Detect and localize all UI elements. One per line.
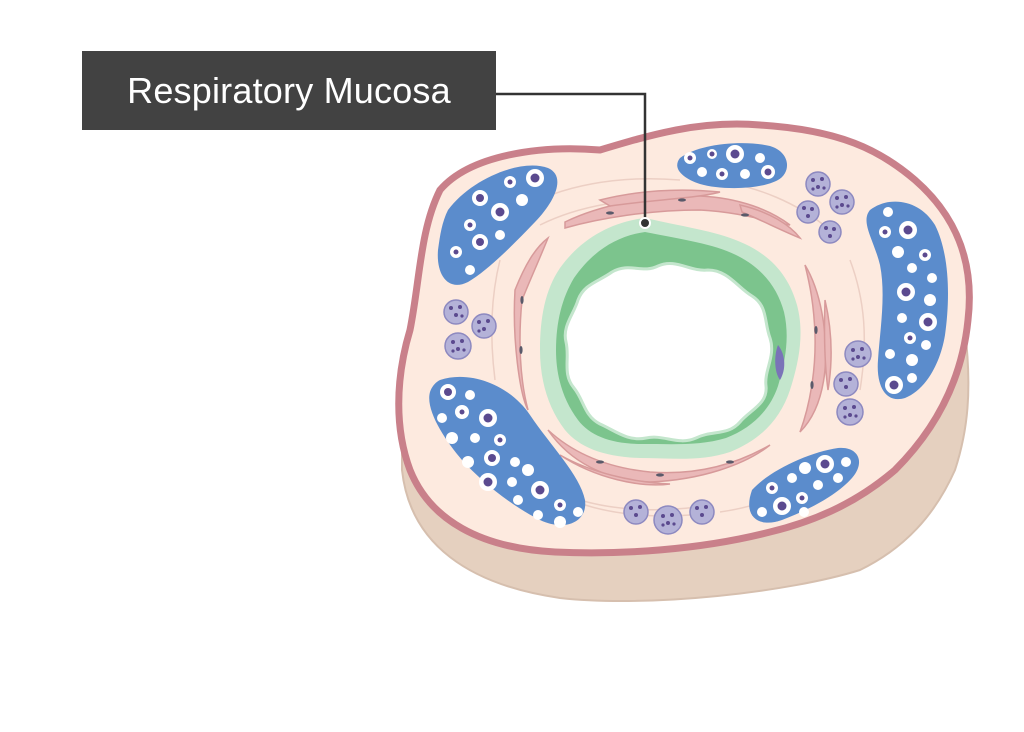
nerve-bundle bbox=[654, 506, 682, 534]
nerve-bundle bbox=[624, 500, 648, 524]
nerve-bundle bbox=[830, 190, 854, 214]
nerve-bundle bbox=[837, 399, 863, 425]
nerve-bundle bbox=[472, 314, 496, 338]
leader-line-endpoint bbox=[640, 218, 650, 228]
airway-lumen bbox=[565, 264, 772, 441]
nerve-bundle bbox=[444, 300, 468, 324]
respiratory-mucosa-label: Respiratory Mucosa bbox=[82, 51, 496, 130]
nerve-bundle bbox=[445, 333, 471, 359]
nerve-bundle bbox=[845, 341, 871, 367]
nerve-bundle bbox=[834, 372, 858, 396]
nerve-bundle bbox=[690, 500, 714, 524]
label-text: Respiratory Mucosa bbox=[127, 70, 451, 112]
nerve-bundle bbox=[806, 172, 830, 196]
nerve-bundle bbox=[819, 221, 841, 243]
nerve-bundle bbox=[797, 201, 819, 223]
